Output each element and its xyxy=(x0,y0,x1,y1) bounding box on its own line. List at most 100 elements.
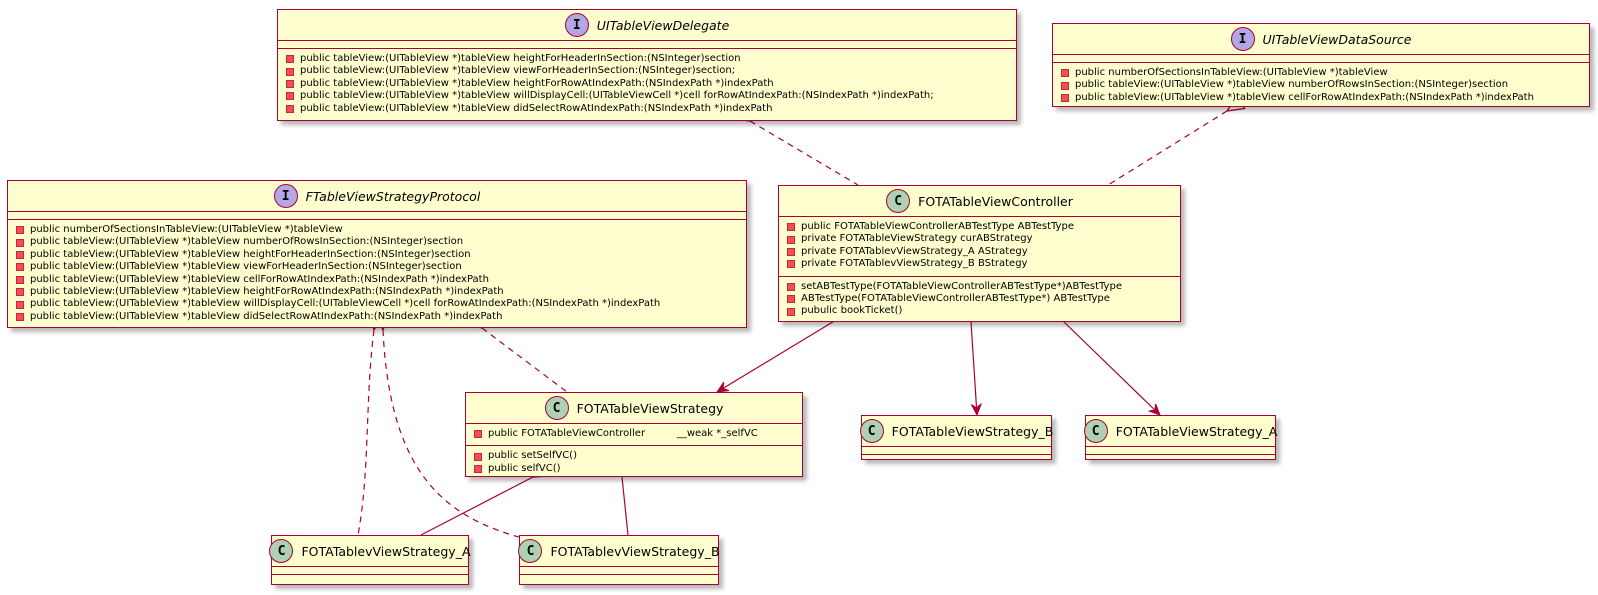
method-text: public tableView:(UITableView *)tableVie… xyxy=(1075,79,1509,91)
interface-badge-icon: I xyxy=(273,184,298,208)
method-text: public tableView:(UITableView *)tableVie… xyxy=(300,102,773,114)
ftableviewstrategyprotocol-interface[interactable]: I FTableViewStrategyProtocol public numb… xyxy=(7,180,747,328)
method-row: public tableView:(UITableView *)tableVie… xyxy=(16,286,746,298)
class-name: FOTATableViewController xyxy=(918,193,1073,209)
fotatablevviewstrategy-b-class[interactable]: C FOTATablevViewStrategy_B xyxy=(518,535,720,585)
interface-header: I UITableViewDelegate xyxy=(278,10,1016,41)
inheritance-edge-tv-a xyxy=(420,477,533,536)
method-text: public tableView:(UITableView *)tableVie… xyxy=(300,90,934,102)
method-text: public tableView:(UITableView *)tableVie… xyxy=(30,236,464,248)
method-row: setABTestType(FOTATableViewControllerABT… xyxy=(787,281,1180,293)
private-member-icon xyxy=(16,238,24,247)
method-row: public numberOfSectionsInTableView:(UITa… xyxy=(1061,67,1589,79)
private-member-icon xyxy=(1061,69,1069,78)
private-member-icon xyxy=(286,80,294,89)
interface-badge-icon: I xyxy=(564,13,589,37)
private-member-icon xyxy=(16,251,24,260)
class-header: C FOTATableViewStrategy xyxy=(466,393,802,424)
private-member-icon xyxy=(787,260,795,269)
method-row: public tableView:(UITableView *)tableVie… xyxy=(286,90,1016,102)
private-member-icon xyxy=(787,295,795,304)
fields-section xyxy=(8,212,746,220)
methods-section: public tableView:(UITableView *)tableVie… xyxy=(278,49,1016,120)
field-row: public FOTATableViewControllerABTestType… xyxy=(787,221,1180,233)
class-name: FOTATableViewStrategy_B xyxy=(891,423,1054,439)
fotatableviewstrategy-class[interactable]: C FOTATableViewStrategy public FOTATable… xyxy=(465,392,803,477)
class-badge-icon: C xyxy=(269,539,294,563)
method-row: public tableView:(UITableView *)tableVie… xyxy=(1061,79,1589,91)
method-row: pubulic bookTicket() xyxy=(787,305,1180,317)
field-text: public FOTATableViewControllerABTestType… xyxy=(801,221,1074,232)
method-text: public tableView:(UITableView *)tableVie… xyxy=(300,53,741,64)
field-text: private FOTATablevViewStrategy_A AStrate… xyxy=(801,245,1028,257)
fields-section xyxy=(1086,447,1275,455)
method-text: public setSelfVC() xyxy=(488,450,577,462)
class-name: FOTATablevViewStrategy_A xyxy=(301,543,471,559)
method-row: public tableView:(UITableView *)tableVie… xyxy=(16,274,746,286)
class-header: C FOTATableViewStrategy_B xyxy=(859,416,1054,447)
private-member-icon xyxy=(286,104,294,113)
method-row: public tableView:(UITableView *)tableVie… xyxy=(16,261,746,273)
private-member-icon xyxy=(16,313,24,322)
method-row: public tableView:(UITableView *)tableVie… xyxy=(16,236,746,248)
field-text: public FOTATableViewController __weak *_… xyxy=(488,428,758,439)
realization-edge-strategy xyxy=(482,328,568,393)
method-text: public tableView:(UITableView *)tableVie… xyxy=(30,310,503,322)
class-header: C FOTATablevViewStrategy_B xyxy=(518,536,720,567)
method-row: public setSelfVC() xyxy=(474,450,802,462)
interface-name: UITableViewDataSource xyxy=(1262,31,1412,47)
interface-header: I UITableViewDataSource xyxy=(1053,24,1589,55)
composition-edge-strategy xyxy=(717,320,836,392)
field-row: private FOTATablevViewStrategy_B BStrate… xyxy=(787,258,1180,270)
private-member-icon xyxy=(16,288,24,297)
method-text: public tableView:(UITableView *)tableVie… xyxy=(1075,91,1534,103)
method-text: public numberOfSectionsInTableView:(UITa… xyxy=(1075,67,1388,78)
field-row: private FOTATableViewStrategy curABStrat… xyxy=(787,233,1180,245)
method-text: setABTestType(FOTATableViewControllerABT… xyxy=(801,280,1122,292)
fotatableviewcontroller-class[interactable]: C FOTATableViewController public FOTATab… xyxy=(778,185,1181,322)
fotatablevviewstrategy-a-class[interactable]: C FOTATablevViewStrategy_A xyxy=(269,535,471,585)
interface-name: UITableViewDelegate xyxy=(596,17,730,33)
field-text: private FOTATablevViewStrategy_B BStrate… xyxy=(801,258,1028,270)
methods-section: setABTestType(FOTATableViewControllerABT… xyxy=(779,277,1180,323)
private-member-icon xyxy=(1061,94,1069,103)
realization-edge-delegate xyxy=(750,121,859,186)
private-member-icon xyxy=(787,223,795,232)
fields-section xyxy=(1053,55,1589,63)
method-text: public tableView:(UITableView *)tableVie… xyxy=(30,248,471,260)
private-member-icon xyxy=(787,282,795,291)
method-text: public selfVC() xyxy=(488,462,561,474)
private-member-icon xyxy=(474,465,482,474)
method-text: public tableView:(UITableView *)tableVie… xyxy=(300,77,774,89)
class-badge-icon: C xyxy=(859,419,884,443)
fotatableviewstrategy-b-class[interactable]: C FOTATableViewStrategy_B xyxy=(859,415,1054,460)
private-member-icon xyxy=(16,226,24,235)
method-row: public selfVC() xyxy=(474,463,802,475)
private-member-icon xyxy=(474,452,482,461)
method-text: public tableView:(UITableView *)tableVie… xyxy=(30,298,661,310)
class-badge-icon: C xyxy=(544,396,569,420)
method-text: pubulic bookTicket() xyxy=(801,305,903,317)
interface-name: FTableViewStrategyProtocol xyxy=(305,188,481,204)
fields-section: public FOTATableViewController __weak *_… xyxy=(466,424,802,447)
method-row: public tableView:(UITableView *)tableVie… xyxy=(286,65,1016,77)
method-text: public tableView:(UITableView *)tableVie… xyxy=(30,261,462,273)
methods-section: public numberOfSectionsInTableView:(UITa… xyxy=(8,220,746,328)
fields-section xyxy=(272,567,468,575)
uitableviewdelegate-interface[interactable]: I UITableViewDelegate public tableView:(… xyxy=(277,9,1017,121)
method-text: public tableView:(UITableView *)tableVie… xyxy=(300,65,736,77)
uitableviewdatasource-interface[interactable]: I UITableViewDataSource public numberOfS… xyxy=(1052,23,1590,107)
inheritance-edge-tv-b xyxy=(622,477,629,536)
private-member-icon xyxy=(474,430,482,439)
field-text: private FOTATableViewStrategy curABStrat… xyxy=(801,233,1033,245)
class-header: C FOTATablevViewStrategy_A xyxy=(269,536,471,567)
fotatableviewstrategy-a-class[interactable]: C FOTATableViewStrategy_A xyxy=(1083,415,1277,460)
method-text: public numberOfSectionsInTableView:(UITa… xyxy=(30,224,343,235)
private-member-icon xyxy=(16,275,24,284)
field-row: private FOTATablevViewStrategy_A AStrate… xyxy=(787,246,1180,258)
method-row: public tableView:(UITableView *)tableVie… xyxy=(16,249,746,261)
realization-edge-datasource xyxy=(1107,111,1227,186)
class-badge-icon: C xyxy=(1083,419,1108,443)
private-member-icon xyxy=(787,235,795,244)
